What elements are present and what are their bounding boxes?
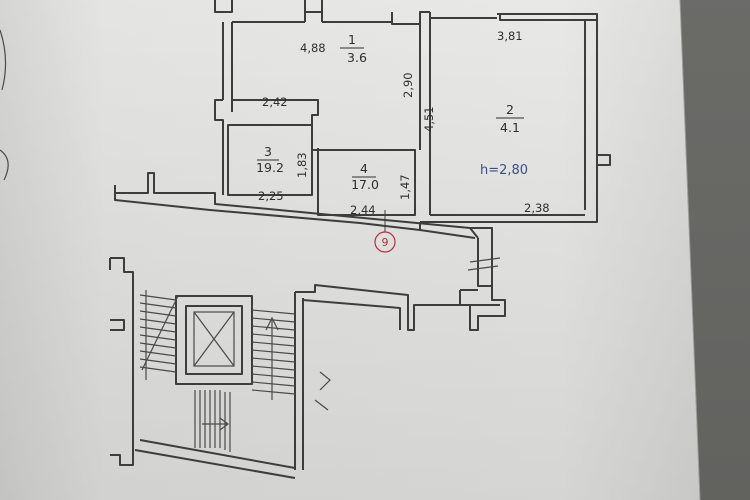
room-2-number: 3 (264, 144, 272, 159)
apartment-walls (114, 0, 611, 287)
axis-marker-circle (374, 231, 396, 253)
dim-room1-width: 2,44 (350, 203, 376, 217)
dim-room2-depth: 1,83 (295, 152, 309, 178)
ceiling-height-label: h=2,80 (480, 163, 528, 178)
dim-room4-width: 3,81 (497, 29, 523, 43)
room-2-area: 19.2 (256, 160, 284, 175)
room-3-area: 3.6 (347, 50, 367, 65)
dimension-labels: 4,88 2,90 2,42 1,83 2,25 2,44 1,47 3,81 … (258, 29, 550, 217)
room-1-area: 17.0 (351, 177, 379, 192)
stray-marks (0, 29, 9, 181)
room-labels: 1 3.6 2 4.1 3 19.2 4 17.0 (256, 32, 524, 192)
paper-edge (679, 0, 701, 500)
dim-room4-bottom: 2,38 (524, 201, 550, 215)
room-4-area: 4.1 (500, 120, 520, 135)
room-1-number: 4 (360, 161, 368, 176)
room-4-number: 2 (506, 102, 514, 117)
dim-room4-depth: 4,51 (422, 106, 436, 132)
stairwell (109, 257, 506, 479)
dim-room1-depth: 1,47 (398, 174, 412, 200)
dim-room3-depth: 2,90 (401, 72, 415, 98)
axis-marker-label: 9 (382, 236, 389, 249)
room-3-number: 1 (348, 32, 356, 47)
axis-marker: 9 (374, 210, 396, 253)
dim-corridor-width: 2,42 (262, 95, 288, 109)
dim-room2-width: 2,25 (258, 189, 284, 203)
dim-room3-width: 4,88 (300, 41, 326, 55)
